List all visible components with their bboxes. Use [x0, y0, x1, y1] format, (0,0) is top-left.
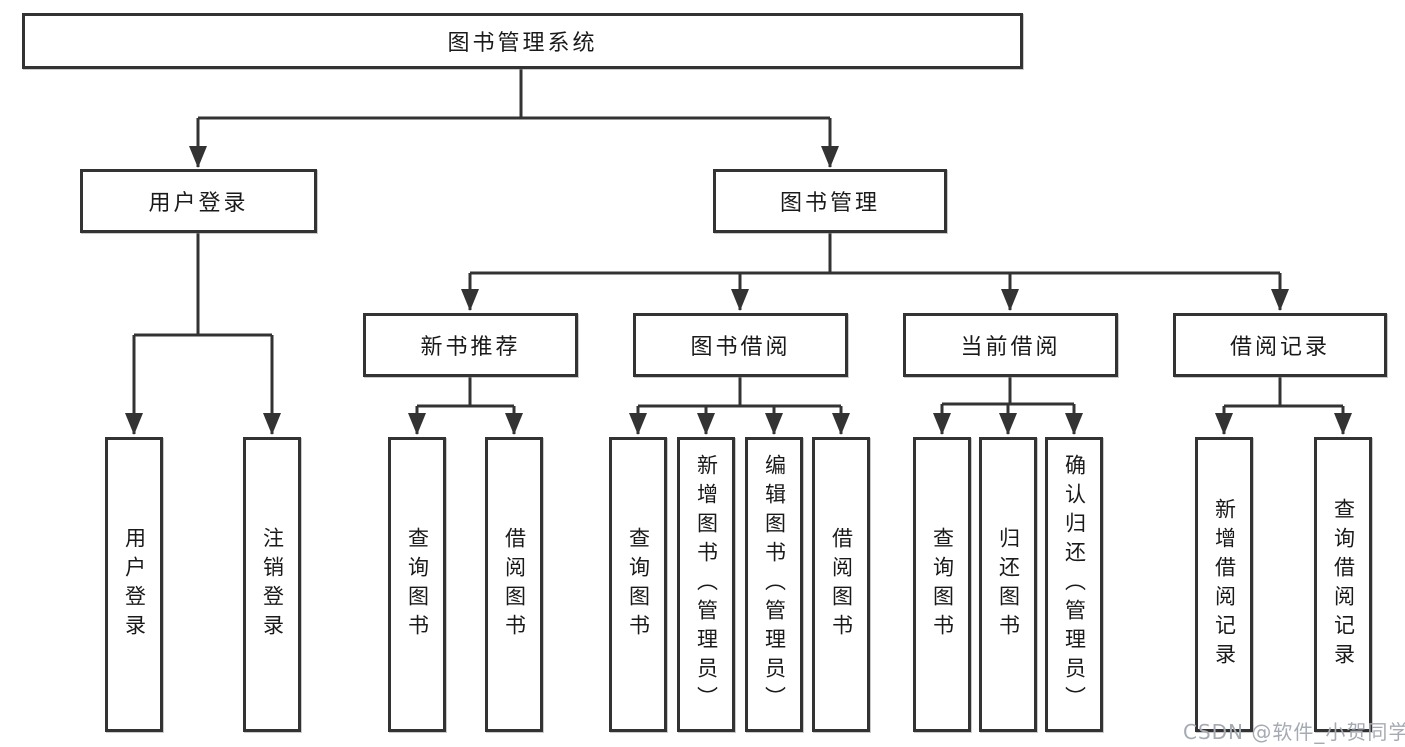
connector-book-management-to-level3	[470, 233, 1280, 275]
connector-user-login-to-children	[134, 233, 272, 337]
leaf-nbr-borrow-books: 借阅图书	[485, 437, 543, 732]
connector-current-borrowing-to-children	[942, 377, 1074, 406]
connector-borrowing-records-to-children	[1224, 377, 1343, 408]
node-current-borrowing: 当前借阅	[903, 313, 1118, 377]
watermark-text: CSDN @软件_小贺同学	[1183, 720, 1405, 744]
leaf-user-login: 用户登录	[105, 437, 163, 732]
connector-new-book-to-children	[417, 377, 514, 408]
node-book-borrowing: 图书借阅	[633, 313, 848, 377]
leaf-br-add-borrow-record: 新增借阅记录	[1195, 437, 1253, 732]
leaf-bb-add-books-admin: 新增图书（管理员）	[677, 437, 735, 732]
connector-root-to-level2	[198, 69, 830, 120]
leaf-br-query-borrow-record: 查询借阅记录	[1314, 437, 1372, 732]
connector-book-borrowing-to-children	[638, 377, 841, 408]
node-library-management-system: 图书管理系统	[22, 13, 1023, 69]
leaf-nbr-query-books: 查询图书	[388, 437, 446, 732]
node-borrowing-records: 借阅记录	[1173, 313, 1387, 377]
node-new-book-recommendation: 新书推荐	[363, 313, 578, 377]
leaf-cb-confirm-return-admin: 确认归还（管理员）	[1045, 437, 1103, 732]
leaf-bb-borrow-books: 借阅图书	[812, 437, 870, 732]
leaf-cb-return-books: 归还图书	[979, 437, 1037, 732]
leaf-cb-query-books: 查询图书	[913, 437, 971, 732]
leaf-bb-edit-books-admin: 编辑图书（管理员）	[745, 437, 803, 732]
node-user-login: 用户登录	[80, 169, 317, 233]
node-book-management: 图书管理	[713, 169, 947, 233]
leaf-logout: 注销登录	[243, 437, 301, 732]
leaf-bb-query-books: 查询图书	[609, 437, 667, 732]
